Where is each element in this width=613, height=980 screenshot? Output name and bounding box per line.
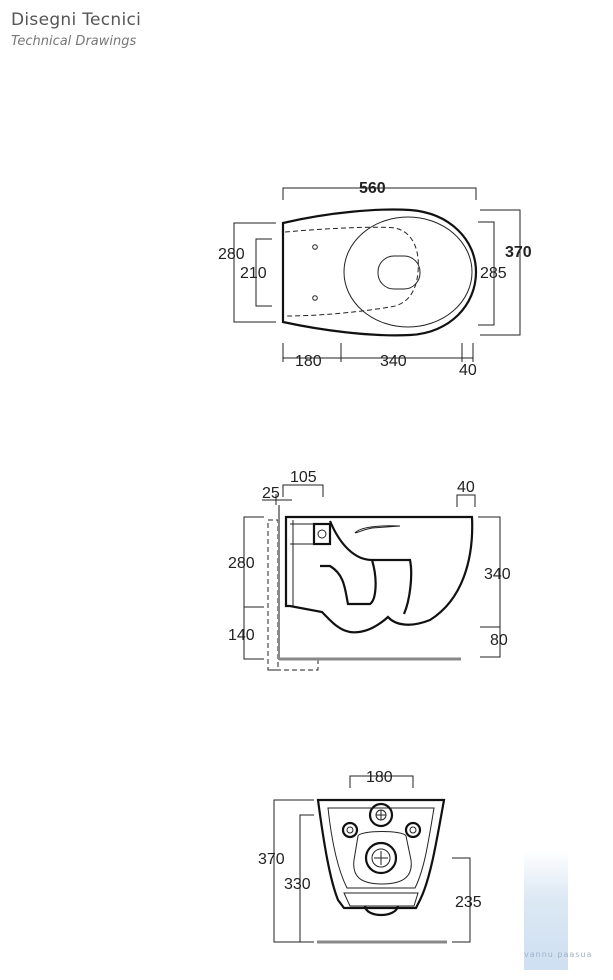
dim-105: 105 (290, 469, 317, 486)
page-subtitle: Technical Drawings (11, 34, 137, 49)
page-title: Disegni Tecnici (11, 10, 142, 30)
side-view-rim (354, 525, 401, 534)
dim-80: 80 (490, 632, 508, 649)
top-view-bowl (343, 216, 473, 328)
dim-370-rear: 370 (258, 851, 285, 868)
dim-560: 560 (359, 180, 386, 197)
dim-340-side: 340 (484, 566, 511, 583)
dim-40-side: 40 (457, 479, 475, 496)
side-view (267, 505, 474, 671)
dim-280-top: 280 (218, 246, 245, 263)
dim-235: 235 (455, 894, 482, 911)
dim-180-rear: 180 (366, 769, 393, 786)
top-view (281, 208, 478, 337)
dim-370: 370 (505, 244, 532, 261)
side-view-dimensions: 105 25 40 280 140 340 80 (228, 469, 511, 660)
rear-view-body (316, 798, 446, 910)
side-view-trap (320, 520, 413, 615)
top-view-dimensions: 560 370 285 280 210 180 340 40 (218, 180, 532, 379)
rear-view-fixing-hole (404, 821, 422, 839)
watermark-logo (524, 850, 568, 970)
watermark-text: vannu paasua (524, 950, 593, 959)
dim-180-top: 180 (295, 353, 322, 370)
dim-285: 285 (480, 265, 507, 282)
top-view-fixing-hole (312, 295, 318, 301)
top-view-outlet (377, 255, 421, 290)
rear-view (316, 798, 447, 944)
rear-view-foot (363, 905, 400, 917)
side-view-wall-frame (267, 519, 279, 671)
rear-view-outlet (364, 841, 398, 875)
dim-340-top: 340 (380, 353, 407, 370)
dim-25: 25 (262, 485, 280, 502)
top-view-outline (281, 208, 478, 337)
rear-view-fixing-hole (341, 821, 359, 839)
rear-view-top-hole (368, 802, 394, 828)
top-view-fixing-hole (312, 244, 318, 250)
top-view-dashed-rim (284, 226, 419, 317)
rear-view-dimensions: 180 370 330 235 (258, 769, 482, 943)
dim-40-top: 40 (459, 362, 477, 379)
side-view-bowl-outline (284, 515, 474, 634)
dim-210: 210 (240, 265, 267, 282)
side-view-inlet (312, 522, 332, 546)
dim-280-side: 280 (228, 555, 255, 572)
dim-140: 140 (228, 627, 255, 644)
dim-330: 330 (284, 876, 311, 893)
